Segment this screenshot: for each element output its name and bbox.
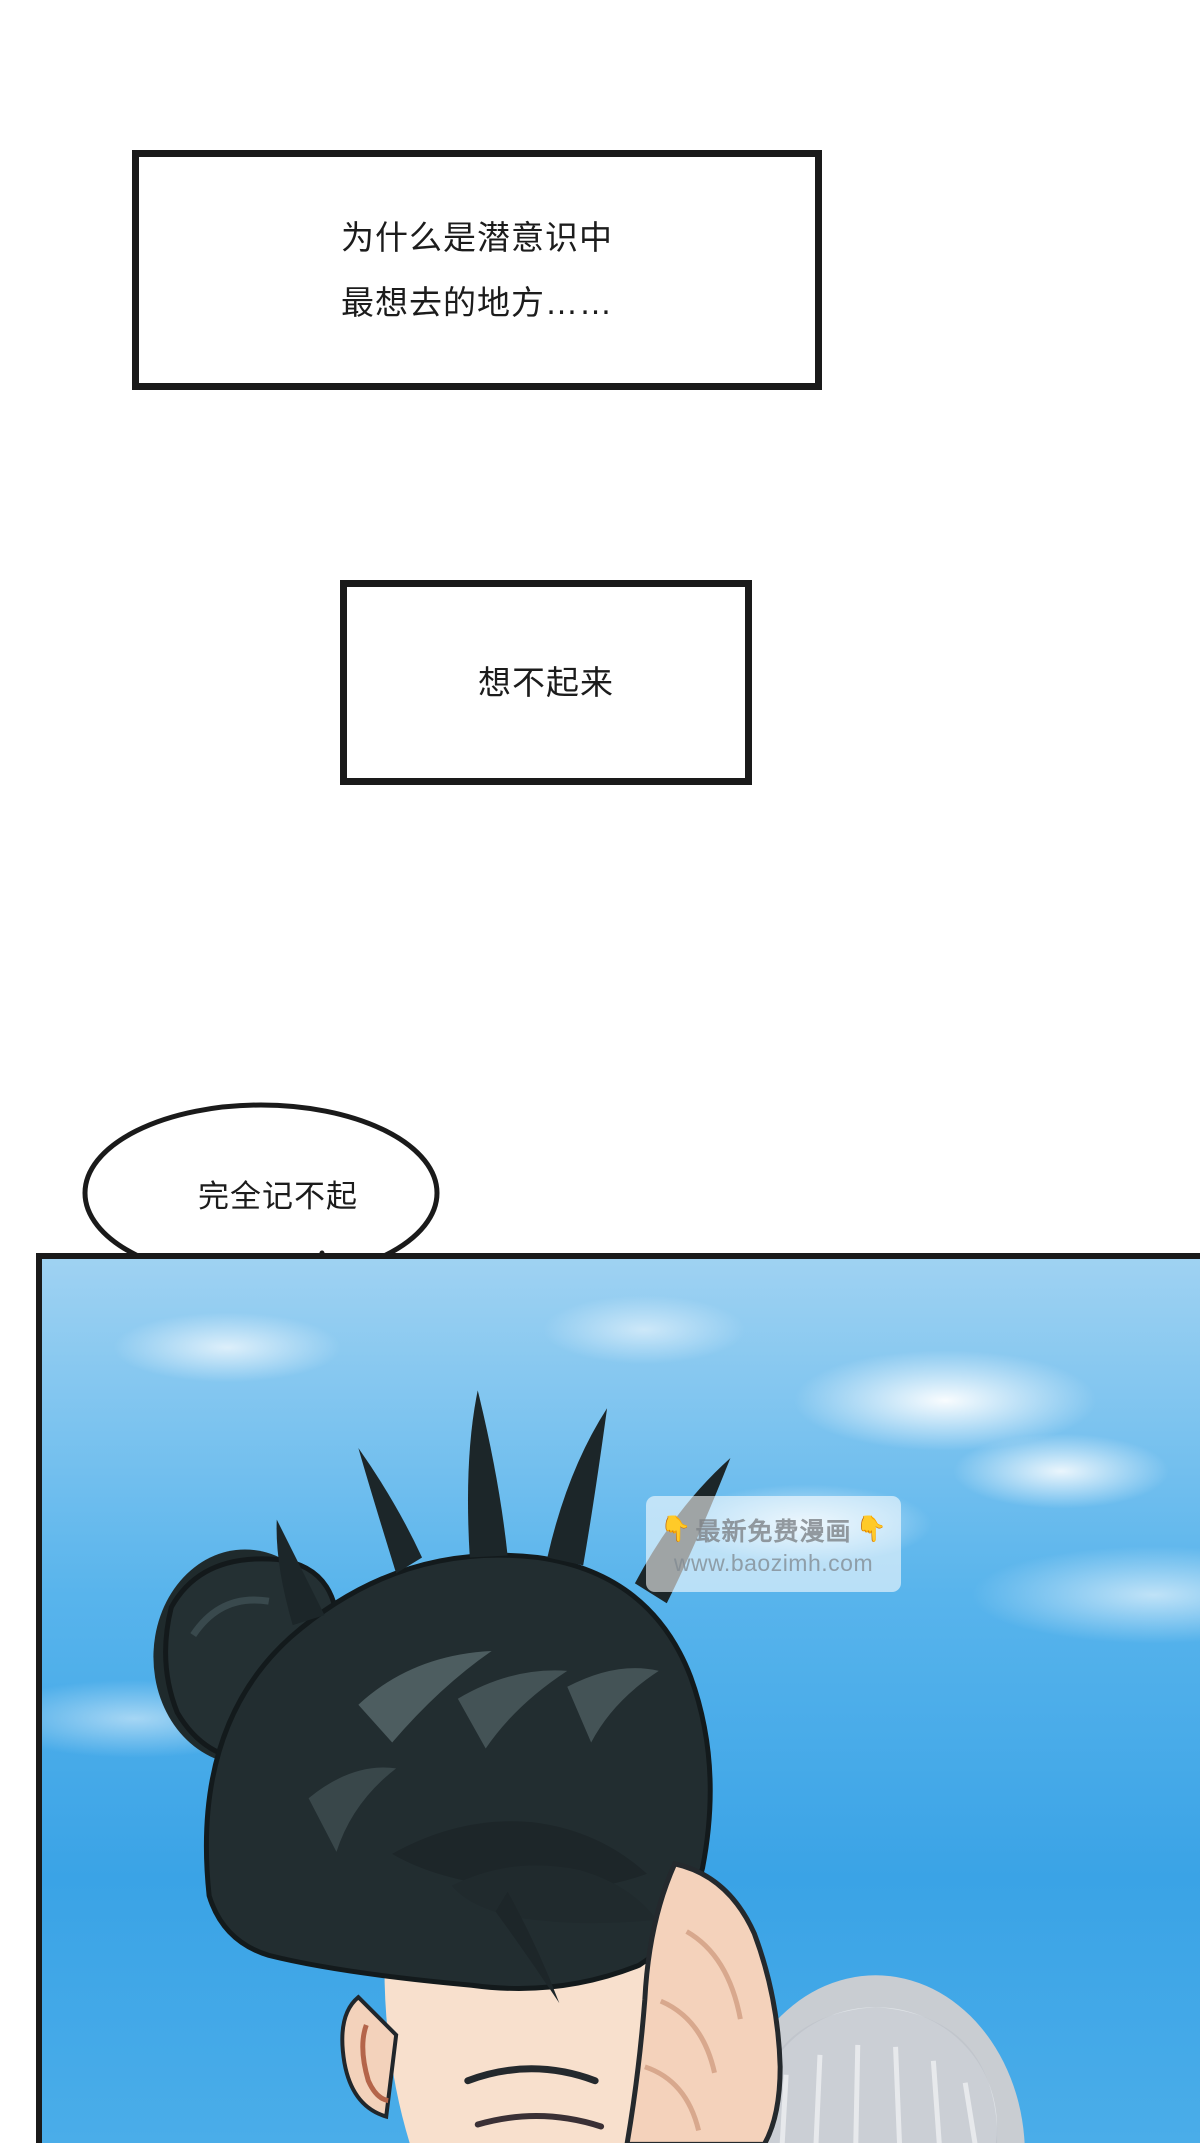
narration-box-first: 为什么是潜意识中 最想去的地方……: [132, 150, 822, 390]
narration-line: 想不起来: [478, 664, 614, 701]
narration-box-second: 想不起来: [340, 580, 752, 785]
gray-haired-character: [726, 1975, 1025, 2143]
art-panel: [36, 1253, 1200, 2143]
dark-haired-character: [153, 1390, 783, 2143]
narration-line: 最想去的地方……: [341, 284, 613, 321]
narration-line: 为什么是潜意识中: [341, 219, 613, 256]
characters-artwork: [153, 1390, 1025, 2143]
